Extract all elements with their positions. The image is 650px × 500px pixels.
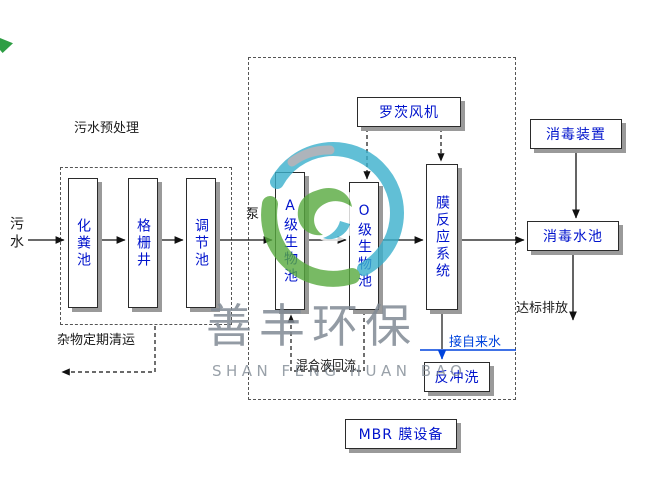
discharge-label: 达标排放 [516,301,569,316]
backwash-box: 反冲洗 [424,362,490,392]
bio-system-boundary [248,57,516,400]
mixed-liquor-return-label: 混合液回流 [296,358,357,372]
mbr-equipment-box: MBR 膜设备 [345,419,457,449]
debris-removal-line [61,326,156,376]
roots-blower-box: 罗茨风机 [357,97,461,127]
mixed-liquor-return-line [287,311,365,372]
pretreatment-title: 污水预处理 [74,121,140,136]
pretreatment-boundary [60,167,232,325]
regulating-tank-box: 调节池 [186,178,216,308]
pump-label: 泵 [246,207,260,222]
influent-label: 污水 [8,216,24,252]
tap-water-label: 接自来水 [449,335,502,350]
grid-well-box: 格栅井 [128,178,158,308]
membrane-system-box: 膜反应系统 [426,164,458,310]
disinfection-device-box: 消毒装置 [530,119,622,149]
disinfection-tank-box: 消毒水池 [527,221,619,251]
a-bio-tank-box: A级生物池 [275,172,305,310]
o-bio-tank-box: O级生物池 [349,182,379,310]
septic-tank-box: 化粪池 [68,178,98,308]
debris-removal-label: 杂物定期清运 [57,333,136,348]
